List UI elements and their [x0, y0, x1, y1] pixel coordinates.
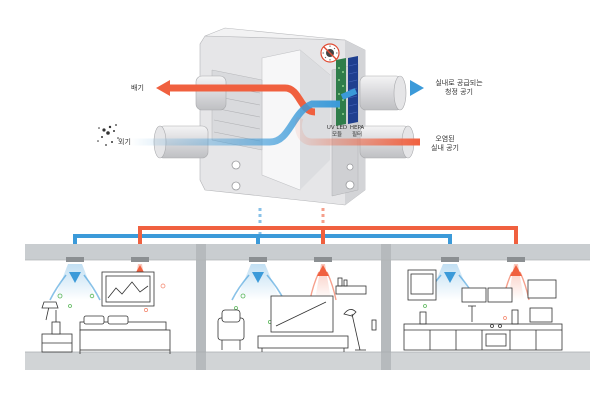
outdoor-air-label: 외기 — [118, 138, 131, 146]
uv-led-module-icon — [336, 58, 346, 126]
vent-supply-living — [231, 257, 285, 301]
outdoor-air-flow — [130, 100, 340, 146]
virus-icon — [320, 43, 340, 63]
polluted-air-label-line2: 실내 공기 — [431, 144, 459, 152]
hepa-label-line2: 필터 — [351, 132, 363, 138]
polluted-air-label-line1: 오염된 — [435, 135, 455, 143]
living-room — [217, 277, 377, 352]
supply-air-flow — [340, 80, 424, 100]
supply-air-label-line2: 청정 공기 — [445, 88, 473, 96]
exhaust-air-flow — [156, 80, 316, 116]
vent-supply-bedroom — [49, 257, 101, 301]
vent-return-living — [309, 257, 337, 301]
bedroom — [41, 271, 171, 354]
supply-air-label-line1: 실내로 공급되는 — [435, 79, 483, 87]
supply-air-label: 실내로 공급되는 청정 공기 — [424, 79, 494, 97]
return-air-flow — [295, 116, 420, 146]
dust-particles-icon — [97, 124, 119, 146]
uv-led-label-line1: UV LED — [326, 125, 348, 131]
uv-led-label: UV LED 모듈 — [322, 125, 352, 139]
hepa-label-line1: HEPA — [349, 125, 365, 131]
hepa-label: HEPA 필터 — [346, 125, 368, 139]
uv-led-label-line2: 모듈 — [331, 132, 343, 138]
building-frame — [25, 244, 590, 370]
polluted-air-label: 오염된 실내 공기 — [418, 135, 472, 153]
exhaust-label: 배기 — [131, 84, 144, 92]
kitchen — [403, 269, 563, 351]
